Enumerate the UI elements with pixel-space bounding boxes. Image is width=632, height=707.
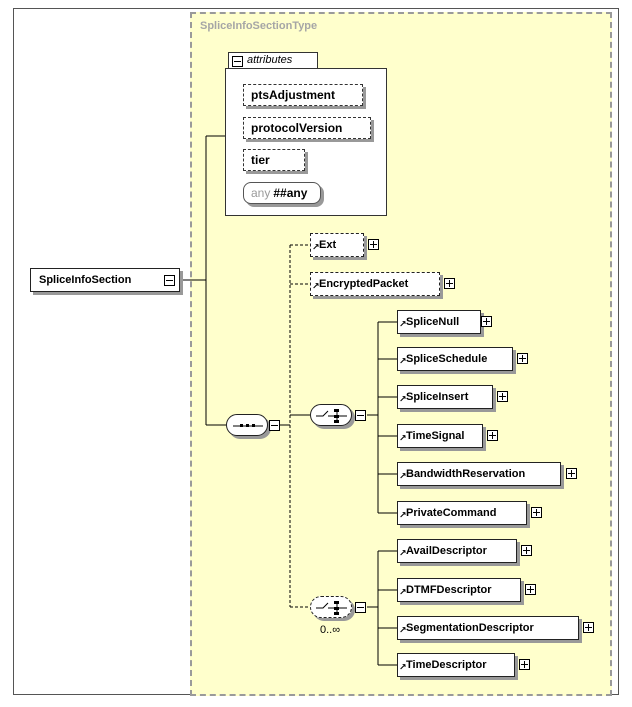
sequence-compositor[interactable] — [226, 414, 268, 436]
descriptor-choice-compositor[interactable] — [310, 596, 352, 618]
any-value: ##any — [273, 186, 308, 200]
attribute-item[interactable]: ptsAdjustment — [243, 84, 363, 106]
descriptor-element[interactable]: ↗ DTMFDescriptor — [397, 578, 521, 602]
collapse-icon[interactable] — [164, 275, 175, 286]
collapse-icon[interactable] — [269, 420, 280, 431]
descriptor-element[interactable]: ↗ SegmentationDescriptor — [397, 616, 579, 640]
root-element-label: SpliceInfoSection — [39, 274, 132, 286]
expand-icon[interactable] — [531, 507, 542, 518]
collapse-icon[interactable] — [355, 602, 366, 613]
command-element[interactable]: ↗ PrivateCommand — [397, 501, 527, 525]
attribute-label: tier — [251, 153, 270, 167]
expand-icon[interactable] — [525, 584, 536, 595]
reference-arrow-icon: ↗ — [399, 548, 407, 558]
expand-icon[interactable] — [566, 468, 577, 479]
element-label: PrivateCommand — [406, 507, 497, 519]
attribute-label: ptsAdjustment — [251, 88, 335, 102]
command-element[interactable]: ↗ SpliceInsert — [397, 385, 493, 409]
element-label: DTMFDescriptor — [406, 584, 492, 596]
element-label: SpliceNull — [406, 316, 460, 328]
descriptor-element[interactable]: ↗ TimeDescriptor — [397, 653, 515, 677]
choice-compositor[interactable] — [310, 404, 352, 426]
collapse-icon[interactable] — [355, 410, 366, 421]
choice-icon — [316, 409, 347, 423]
attribute-item[interactable]: tier — [243, 149, 305, 171]
element-label: Ext — [319, 239, 337, 251]
expand-icon[interactable] — [487, 430, 498, 441]
any-keyword: any — [251, 186, 271, 200]
command-element[interactable]: ↗ BandwidthReservation — [397, 462, 561, 486]
expand-icon[interactable] — [517, 353, 528, 364]
reference-arrow-icon: ↗ — [399, 510, 407, 520]
reference-arrow-icon: ↗ — [399, 319, 407, 329]
reference-arrow-icon: ↗ — [399, 625, 407, 635]
reference-arrow-icon: ↗ — [312, 242, 320, 252]
element-label: SegmentationDescriptor — [406, 622, 534, 634]
expand-icon[interactable] — [444, 278, 455, 289]
element-label: AvailDescriptor — [406, 545, 487, 557]
attribute-label: protocolVersion — [251, 121, 343, 135]
choice-icon — [316, 601, 347, 615]
element-label: TimeDescriptor — [406, 659, 487, 671]
reference-arrow-icon: ↗ — [399, 394, 407, 404]
expand-icon[interactable] — [497, 391, 508, 402]
reference-arrow-icon: ↗ — [399, 587, 407, 597]
reference-arrow-icon: ↗ — [399, 471, 407, 481]
reference-arrow-icon: ↗ — [312, 281, 320, 291]
attributes-label: attributes — [247, 54, 293, 66]
sequence-icon — [233, 424, 263, 427]
reference-arrow-icon: ↗ — [399, 662, 407, 672]
command-element[interactable]: ↗ SpliceSchedule — [397, 347, 513, 371]
expand-icon[interactable] — [481, 316, 492, 327]
element-label: TimeSignal — [406, 430, 465, 442]
sequence-child-element[interactable]: ↗ Ext — [310, 233, 364, 257]
element-label: SpliceInsert — [406, 391, 469, 403]
descriptor-element[interactable]: ↗ AvailDescriptor — [397, 539, 517, 563]
element-label: EncryptedPacket — [319, 278, 409, 290]
multiplicity-label: 0..∞ — [320, 624, 341, 636]
root-element[interactable]: SpliceInfoSection — [30, 268, 180, 292]
expand-icon[interactable] — [519, 659, 530, 670]
command-element[interactable]: ↗ TimeSignal — [397, 424, 483, 448]
sequence-child-element[interactable]: ↗ EncryptedPacket — [310, 272, 440, 296]
collapse-icon[interactable] — [232, 56, 243, 67]
expand-icon[interactable] — [368, 239, 379, 250]
complex-type-label: SpliceInfoSectionType — [200, 20, 318, 32]
expand-icon[interactable] — [521, 545, 532, 556]
command-element[interactable]: ↗ SpliceNull — [397, 310, 481, 334]
reference-arrow-icon: ↗ — [399, 356, 407, 366]
expand-icon[interactable] — [583, 622, 594, 633]
reference-arrow-icon: ↗ — [399, 433, 407, 443]
element-label: SpliceSchedule — [406, 353, 488, 365]
any-attribute[interactable]: any##any — [243, 182, 321, 204]
attributes-tab — [228, 52, 318, 70]
element-label: BandwidthReservation — [406, 468, 526, 480]
attribute-item[interactable]: protocolVersion — [243, 117, 371, 139]
